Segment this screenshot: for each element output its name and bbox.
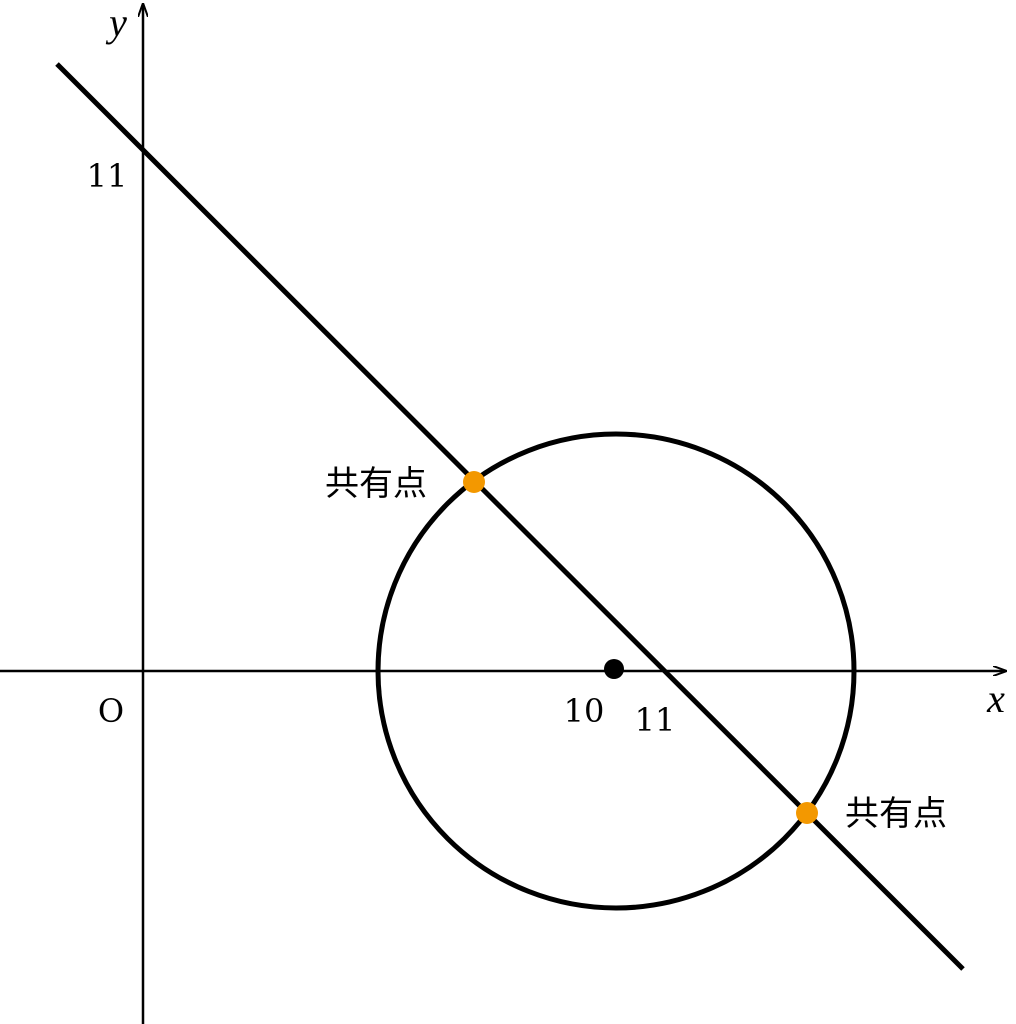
circle-center-point	[604, 659, 624, 679]
x-tick-label-11: 11	[635, 701, 676, 739]
y-axis-label: y	[105, 0, 127, 45]
origin-label: O	[98, 692, 124, 730]
x-axis-label: x	[986, 676, 1005, 721]
straight-line	[55, 62, 965, 971]
intersection-label-lower: 共有点	[845, 794, 947, 834]
circle	[375, 431, 857, 911]
intersection-label-upper: 共有点	[325, 464, 427, 504]
intersection-point-upper	[463, 471, 485, 493]
intersection-point-lower	[796, 802, 818, 824]
x-tick-label-10: 10	[564, 692, 605, 730]
y-intercept-tick-label: 11	[87, 157, 128, 195]
